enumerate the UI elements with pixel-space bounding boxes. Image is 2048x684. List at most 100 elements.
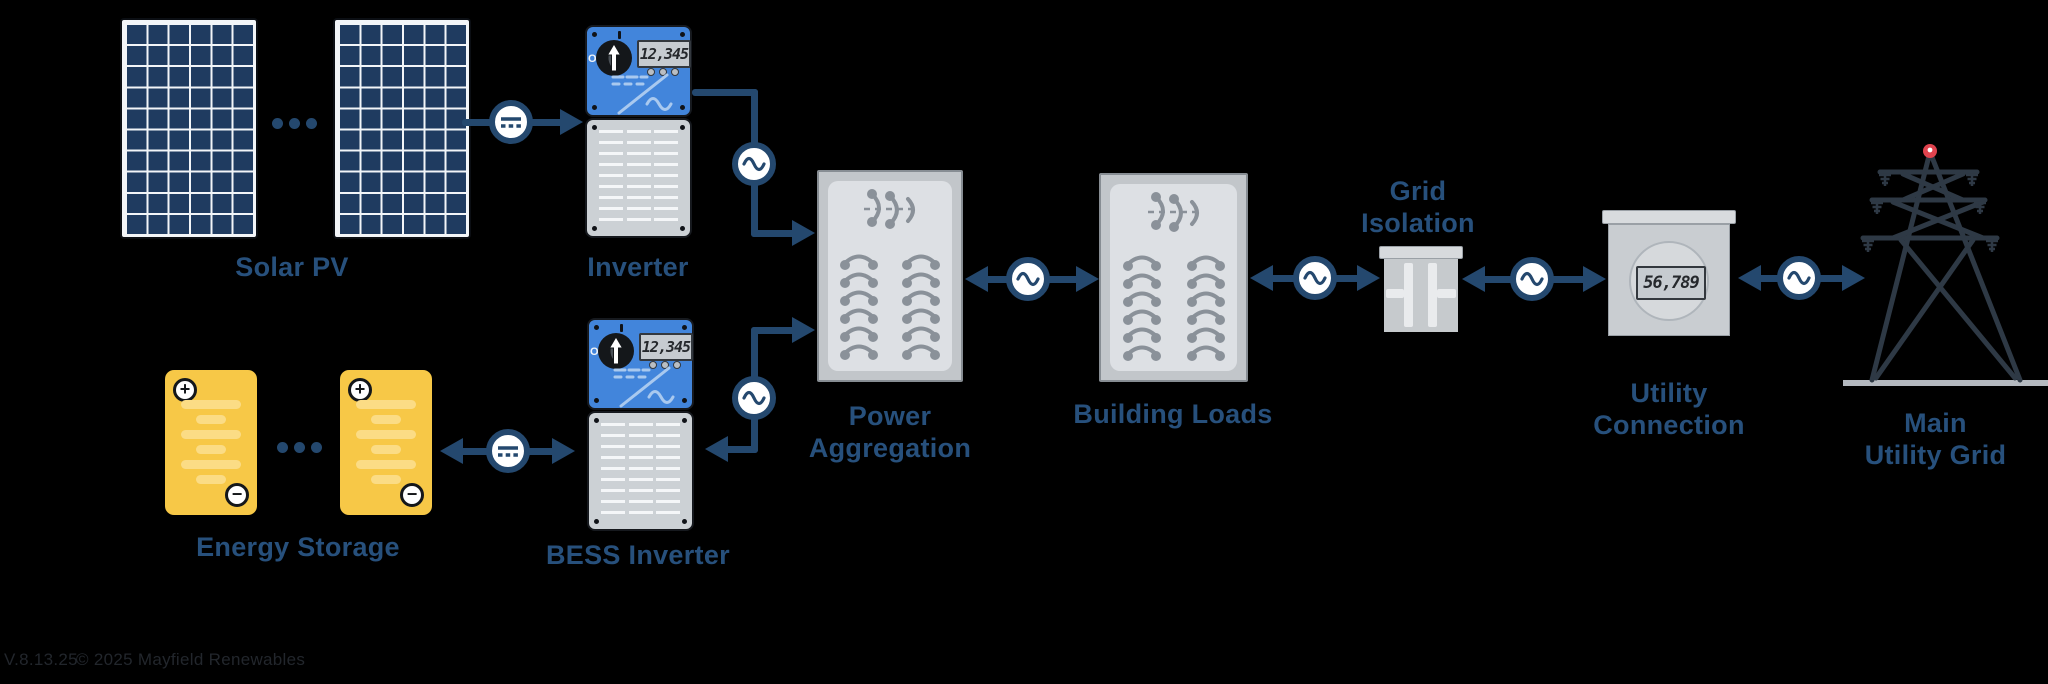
inverter-display: 12,345 <box>637 40 691 68</box>
inverter-control-face: O 12,345 <box>585 25 692 117</box>
ac-symbol-icon <box>1293 256 1337 300</box>
battery-positive-terminal: + <box>348 378 372 402</box>
screw-icon <box>592 226 597 231</box>
vent-slots <box>601 423 680 519</box>
dc-to-ac-symbol-icon <box>611 73 673 115</box>
vent-column <box>628 423 653 519</box>
battery-bar <box>371 445 401 454</box>
grid-isolation-box <box>1384 259 1458 332</box>
power-switch-dial-icon <box>595 39 633 77</box>
indicator-lights <box>649 361 681 369</box>
battery-bar <box>181 430 241 439</box>
inverter-device: O 12,345 <box>585 25 692 238</box>
battery-bar <box>196 415 226 424</box>
battery-bar <box>371 415 401 424</box>
contactor-bar-icon <box>1428 263 1437 327</box>
indicator-dot-icon <box>659 68 667 76</box>
solar-pv-label: Solar PV <box>235 252 349 282</box>
version-text: V.8.13.25 <box>4 650 78 669</box>
screw-icon <box>594 519 599 524</box>
screw-icon <box>680 32 685 37</box>
breaker-panel-face <box>1110 184 1237 371</box>
bess-inverter-label: BESS Inverter <box>546 540 730 570</box>
label-line: Main <box>1904 408 1967 438</box>
grid-isolation-lid <box>1379 246 1463 259</box>
ellipsis-dot <box>289 118 300 129</box>
switch-off-mark: O <box>588 53 597 65</box>
label-line: Power <box>848 401 932 431</box>
switch-on-mark <box>620 324 623 332</box>
utility-meter-lid <box>1602 210 1736 224</box>
inverter-label: Inverter <box>587 252 689 282</box>
dc-symbol-icon <box>489 100 533 144</box>
connector-line <box>751 230 799 237</box>
arrow-left-icon <box>965 266 988 292</box>
connector-line <box>692 89 758 96</box>
battery-bar <box>356 430 416 439</box>
battery-negative-terminal: − <box>400 483 424 507</box>
arrow-left-icon <box>1250 265 1273 291</box>
building-loads-panel <box>1099 173 1248 382</box>
battery-icon: + − <box>165 370 257 515</box>
screw-icon <box>682 398 687 403</box>
solar-panel-icon <box>122 20 256 237</box>
inverter-cabinet <box>585 118 692 238</box>
power-switch-dial-icon <box>597 332 635 370</box>
indicator-dot-icon <box>649 361 657 369</box>
vent-column <box>626 130 651 226</box>
arrow-left-icon <box>1738 265 1761 291</box>
vent-slots <box>599 130 678 226</box>
grid-isolation-label: Grid Isolation <box>1333 176 1503 240</box>
battery-bar <box>356 460 416 469</box>
arrow-right-icon <box>1076 266 1099 292</box>
battery-positive-terminal: + <box>173 378 197 402</box>
screw-icon <box>680 105 685 110</box>
screw-icon <box>682 325 687 330</box>
battery-bar <box>356 400 416 409</box>
vent-column <box>656 423 680 519</box>
label-line: Grid <box>1389 176 1447 206</box>
bess-inverter-device: O 12,345 <box>587 318 694 531</box>
ac-symbol-icon <box>732 142 776 186</box>
contactor-lead-icon <box>1386 289 1404 298</box>
arrow-right-icon <box>1842 265 1865 291</box>
power-aggregation-label: Power Aggregation <box>790 401 990 465</box>
switch-on-mark <box>618 31 621 39</box>
copyright-text: © 2025 Mayfield Renewables <box>76 650 306 669</box>
arrow-left-icon <box>1462 266 1485 292</box>
ac-symbol-icon <box>732 376 776 420</box>
screw-icon <box>592 32 597 37</box>
battery-icon: + − <box>340 370 432 515</box>
screw-icon <box>592 105 597 110</box>
battery-bar <box>181 400 241 409</box>
vent-column <box>601 423 625 519</box>
utility-meter-display: 56,789 <box>1636 266 1706 300</box>
screw-icon <box>594 418 599 423</box>
breaker-symbols-icon <box>828 187 952 371</box>
vent-column <box>599 130 623 226</box>
label-line: Aggregation <box>808 432 972 463</box>
battery-bar <box>181 460 241 469</box>
switch-off-mark: O <box>590 346 599 358</box>
battery-bar <box>196 475 226 484</box>
label-line: Utility <box>1630 378 1708 408</box>
arrow-left-icon <box>440 438 463 464</box>
battery-bars <box>340 400 432 484</box>
screw-icon <box>680 125 685 130</box>
contactor-bar-icon <box>1404 263 1413 327</box>
indicator-lights <box>647 68 679 76</box>
arrow-right-icon <box>792 317 815 343</box>
ellipsis-dot <box>306 118 317 129</box>
arrow-right-icon <box>1583 266 1606 292</box>
label-line: Connection <box>1593 409 1745 440</box>
ellipsis-dot <box>294 442 305 453</box>
connector-line <box>751 327 799 334</box>
solar-panel-icon <box>335 20 469 237</box>
screw-icon <box>682 519 687 524</box>
ellipsis-dot <box>272 118 283 129</box>
indicator-dot-icon <box>673 361 681 369</box>
arrow-right-icon <box>560 109 583 135</box>
power-aggregation-panel <box>817 170 963 382</box>
screw-icon <box>594 398 599 403</box>
